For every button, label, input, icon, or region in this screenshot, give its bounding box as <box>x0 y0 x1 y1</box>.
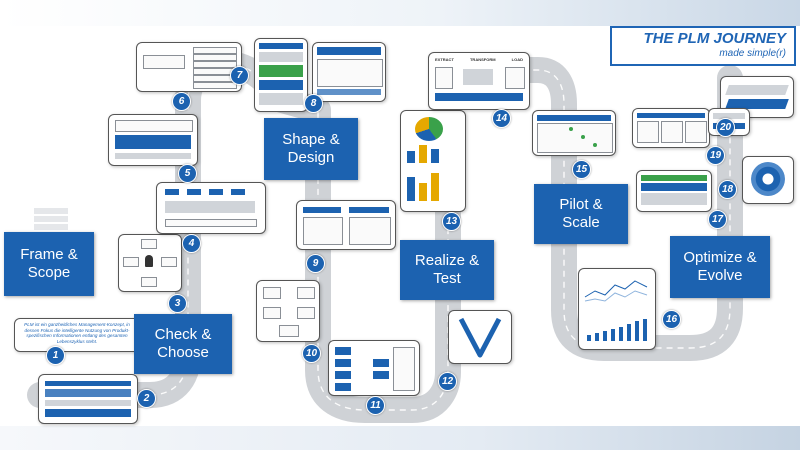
callout-step-8 <box>312 42 386 102</box>
callout-step-18 <box>742 156 794 204</box>
step-badge-13[interactable]: 13 <box>442 212 461 231</box>
journey-title-box: THE PLM JOURNEY made simple(r) <box>610 26 796 66</box>
phase-frame-scope-label: Frame & Scope <box>20 246 78 281</box>
callout-step-19 <box>632 108 710 148</box>
phase-realize-test[interactable]: Realize & Test <box>400 240 494 300</box>
step-badge-16[interactable]: 16 <box>662 310 681 329</box>
callout-step-16 <box>578 268 656 350</box>
step-badge-9[interactable]: 9 <box>306 254 325 273</box>
step-badge-18[interactable]: 18 <box>718 180 737 199</box>
callout-step-11 <box>328 340 420 396</box>
journey-subtitle: made simple(r) <box>719 48 786 59</box>
step-badge-10[interactable]: 10 <box>302 344 321 363</box>
callout-step-7 <box>254 38 308 112</box>
callout-step-4 <box>156 182 266 234</box>
phase-optimize-evolve-label: Optimize & Evolve <box>683 249 757 284</box>
callout-step-12 <box>448 310 512 364</box>
callout-step-13 <box>400 110 466 212</box>
phase-check-choose-label: Check & Choose <box>154 326 212 361</box>
footer-gradient-bar <box>0 426 800 450</box>
phase-pilot-scale[interactable]: Pilot & Scale <box>534 184 628 244</box>
step-badge-8[interactable]: 8 <box>304 94 323 113</box>
step-badge-1[interactable]: 1 <box>46 346 65 365</box>
step-badge-5[interactable]: 5 <box>178 164 197 183</box>
callout-step-3 <box>118 234 182 292</box>
step-badge-3[interactable]: 3 <box>168 294 187 313</box>
phase-shape-design-label: Shape & Design <box>282 131 340 166</box>
journey-title: THE PLM JOURNEY <box>643 30 786 47</box>
phase-optimize-evolve[interactable]: Optimize & Evolve <box>670 236 770 298</box>
etl-load-label: LOAD <box>511 57 523 62</box>
callout-step-15 <box>532 110 616 156</box>
etl-extract-label: EXTRACT <box>435 57 454 62</box>
etl-transform-label: TRANSFORM <box>469 57 496 62</box>
callout-step-1: PLM ist ein ganzheitliches Management-Ko… <box>14 318 140 352</box>
phase-check-choose[interactable]: Check & Choose <box>134 314 232 374</box>
header-gradient-bar <box>0 0 800 26</box>
step-badge-7[interactable]: 7 <box>230 66 249 85</box>
step-badge-6[interactable]: 6 <box>172 92 191 111</box>
callout-step-9 <box>296 200 396 250</box>
callout-step-20 <box>720 76 794 118</box>
step-badge-11[interactable]: 11 <box>366 396 385 415</box>
phase-shape-design[interactable]: Shape & Design <box>264 118 358 180</box>
callout-step-5 <box>108 114 198 166</box>
phase-frame-scope[interactable]: Frame & Scope <box>4 232 94 296</box>
step-badge-20[interactable]: 20 <box>716 118 735 137</box>
callout-step-17 <box>636 170 712 212</box>
step-badge-12[interactable]: 12 <box>438 372 457 391</box>
phase-realize-test-label: Realize & Test <box>414 252 480 287</box>
step-badge-4[interactable]: 4 <box>182 234 201 253</box>
callout-step-10 <box>256 280 320 342</box>
callout-step-14: EXTRACT TRANSFORM LOAD <box>428 52 530 110</box>
step-badge-17[interactable]: 17 <box>708 210 727 229</box>
step-badge-15[interactable]: 15 <box>572 160 591 179</box>
callout-step-6 <box>136 42 242 92</box>
callout-1-text: PLM ist ein ganzheitliches Management-Ko… <box>24 322 130 344</box>
phase-pilot-scale-label: Pilot & Scale <box>559 196 603 231</box>
step-badge-14[interactable]: 14 <box>492 109 511 128</box>
step-badge-2[interactable]: 2 <box>137 389 156 408</box>
step-badge-19[interactable]: 19 <box>706 146 725 165</box>
callout-step-2 <box>38 374 138 424</box>
